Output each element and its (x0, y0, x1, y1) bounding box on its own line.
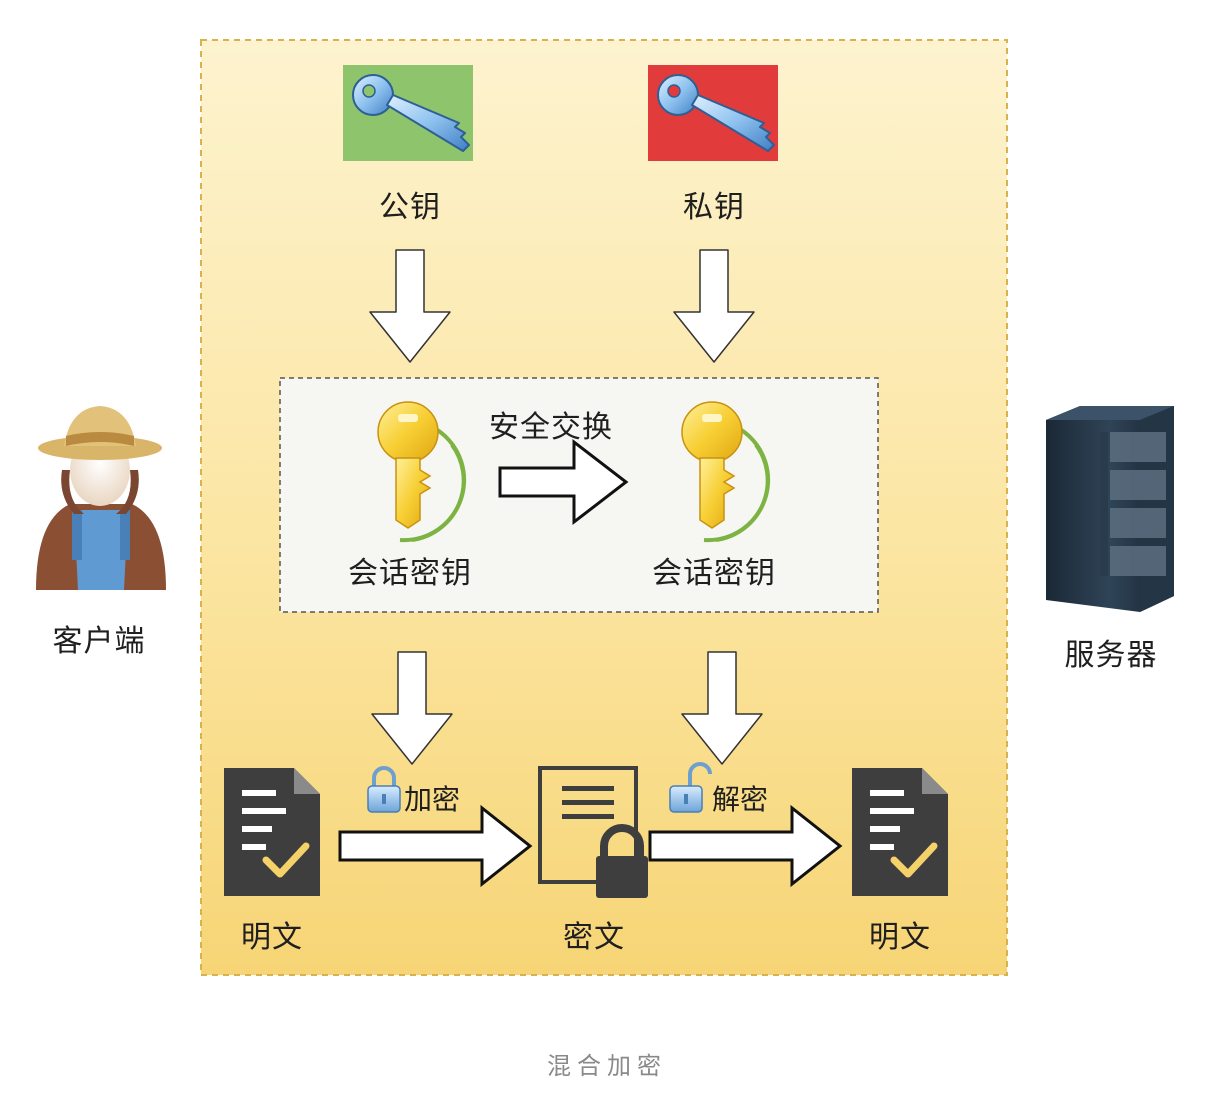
ciphertext-doc-icon (538, 766, 648, 898)
plaintext-left-doc-icon (224, 768, 320, 896)
session-key-left-label: 会话密钥 (348, 556, 472, 591)
plaintext-right-doc-icon (852, 768, 948, 896)
private-key-label: 私钥 (683, 190, 745, 225)
client-label: 客户端 (52, 624, 146, 659)
private-key-icon (648, 65, 778, 161)
encrypt-label: 加密 (404, 783, 461, 816)
session-key-right-icon (681, 401, 771, 543)
public-key-icon (343, 65, 473, 161)
session-key-right-label: 会话密钥 (652, 556, 776, 591)
figure-caption: 混合加密 (547, 1052, 667, 1080)
secure-exchange-label: 安全交换 (489, 410, 613, 445)
down-arrow-public (369, 249, 451, 363)
ciphertext-label: 密文 (563, 920, 625, 955)
open-padlock-icon (669, 762, 712, 813)
decrypt-arrow (648, 804, 843, 888)
plaintext-left-label: 明文 (241, 920, 303, 955)
closed-padlock-icon (367, 766, 401, 813)
session-key-left-icon (377, 401, 467, 543)
exchange-arrow (498, 438, 629, 526)
down-arrow-decrypt (681, 651, 763, 765)
server-label: 服务器 (1064, 638, 1158, 673)
public-key-label: 公钥 (379, 190, 441, 225)
down-arrow-encrypt (371, 651, 453, 765)
farmer-avatar-icon (36, 406, 166, 590)
down-arrow-private (673, 249, 755, 363)
plaintext-right-label: 明文 (869, 920, 931, 955)
server-rack-icon (1046, 406, 1174, 612)
decrypt-label: 解密 (712, 783, 769, 816)
encrypt-arrow (338, 804, 533, 888)
